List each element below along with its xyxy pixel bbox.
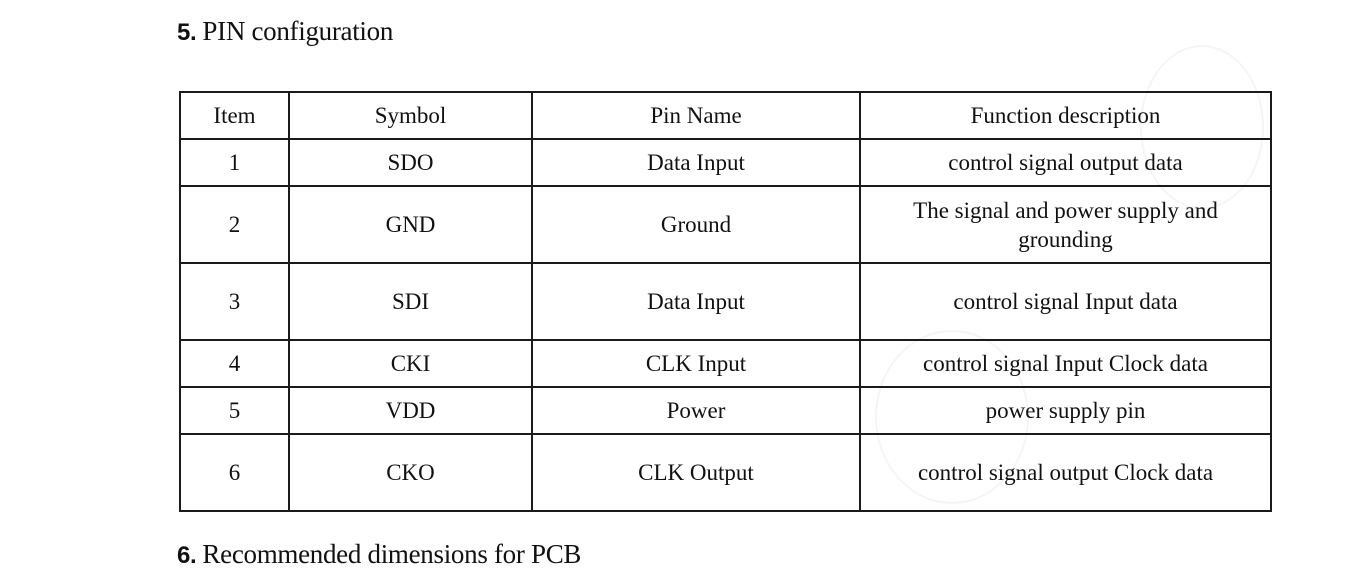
pin-configuration-table: Item Symbol Pin Name Function descriptio… <box>179 91 1272 512</box>
cell-pin-name: Ground <box>531 185 861 264</box>
cell-function: control signal Input data <box>859 262 1272 341</box>
cell-symbol: CKI <box>288 339 533 388</box>
cell-item: 5 <box>179 386 290 435</box>
section-5-number: 5. <box>177 19 197 46</box>
cell-function: control signal output data <box>859 138 1272 187</box>
cell-pin-name: Power <box>531 386 861 435</box>
cell-function: The signal and power supply and groundin… <box>859 185 1272 264</box>
section-6-number: 6. <box>177 542 197 569</box>
cell-function: power supply pin <box>859 386 1272 435</box>
cell-function: control signal Input Clock data <box>859 339 1272 388</box>
table-row: 4 CKI CLK Input control signal Input Clo… <box>179 339 1272 388</box>
table-header-row: Item Symbol Pin Name Function descriptio… <box>179 91 1272 140</box>
cell-pin-name: CLK Input <box>531 339 861 388</box>
section-5-title: PIN configuration <box>202 16 394 46</box>
cell-symbol: SDI <box>288 262 533 341</box>
cell-symbol: SDO <box>288 138 533 187</box>
section-6-title: Recommended dimensions for PCB <box>202 539 582 569</box>
header-symbol: Symbol <box>288 91 533 140</box>
cell-item: 6 <box>179 433 290 512</box>
table-row: 3 SDI Data Input control signal Input da… <box>179 262 1272 341</box>
cell-item: 3 <box>179 262 290 341</box>
header-pin-name: Pin Name <box>531 91 861 140</box>
cell-pin-name: Data Input <box>531 138 861 187</box>
cell-symbol: VDD <box>288 386 533 435</box>
cell-symbol: GND <box>288 185 533 264</box>
table-row: 5 VDD Power power supply pin <box>179 386 1272 435</box>
section-6-heading: 6.Recommended dimensions for PCB <box>177 538 581 572</box>
cell-item: 1 <box>179 138 290 187</box>
cell-item: 4 <box>179 339 290 388</box>
table-row: 6 CKO CLK Output control signal output C… <box>179 433 1272 512</box>
section-5-heading: 5.PIN configuration <box>177 15 393 49</box>
table-row: 2 GND Ground The signal and power supply… <box>179 185 1272 264</box>
cell-symbol: CKO <box>288 433 533 512</box>
cell-pin-name: CLK Output <box>531 433 861 512</box>
cell-pin-name: Data Input <box>531 262 861 341</box>
cell-item: 2 <box>179 185 290 264</box>
table-row: 1 SDO Data Input control signal output d… <box>179 138 1272 187</box>
header-function-description: Function description <box>859 91 1272 140</box>
header-item: Item <box>179 91 290 140</box>
cell-function: control signal output Clock data <box>859 433 1272 512</box>
